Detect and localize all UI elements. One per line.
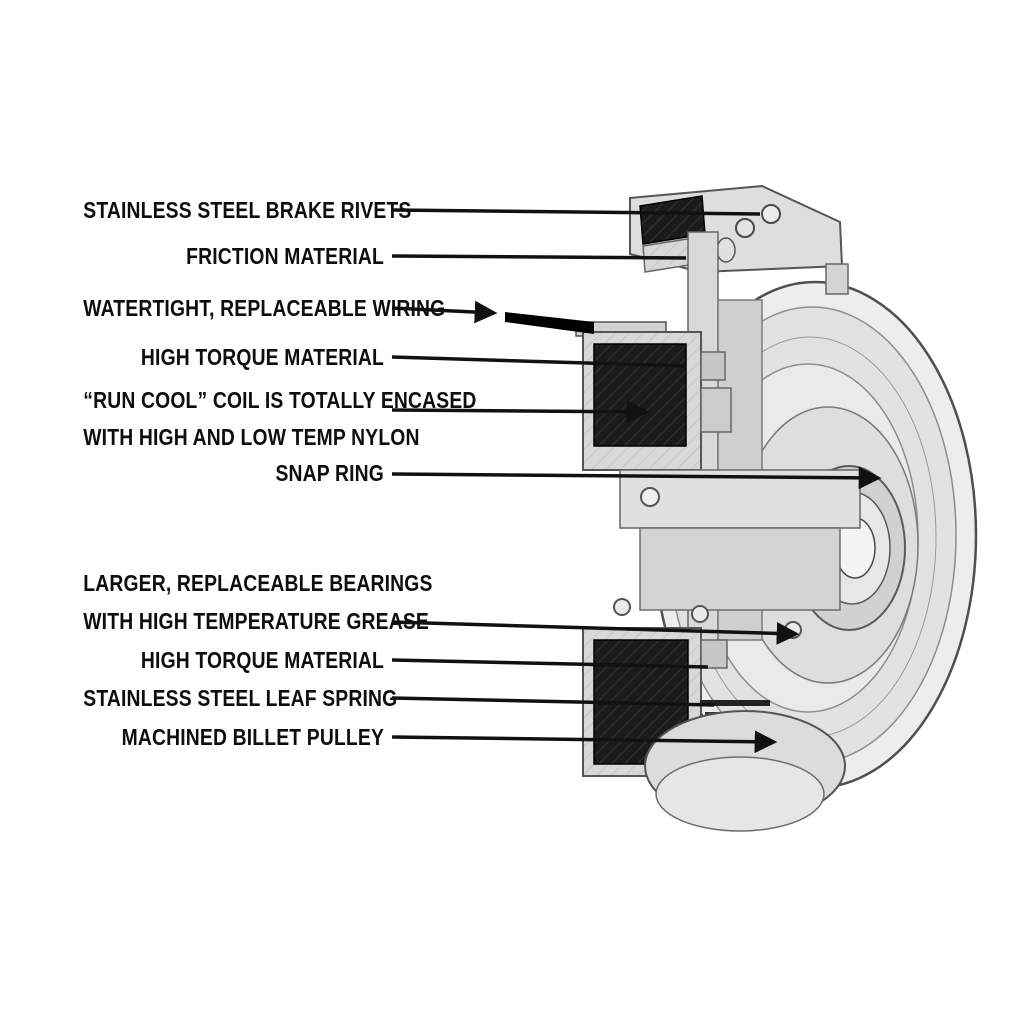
power-wire [505,312,594,334]
callout-run-cool-coil-line-2: WITH HIGH AND LOW TEMP NYLON [83,422,419,452]
leaf-spring-blade-1 [700,700,770,706]
brake-rivet-1 [761,204,781,224]
callout-brake-rivets-text: STAINLESS STEEL BRAKE RIVETS [83,197,412,223]
wiring-group [505,312,594,334]
callout-wiring: WATERTIGHT, REPLACEABLE WIRING [83,293,445,323]
callout-snap-ring: SNAP RING [83,458,384,488]
leader-brake-rivets [391,208,761,216]
leader-high-torque-lower [391,658,709,669]
leader-leaf-spring [391,696,715,707]
callout-leaf-spring: STAINLESS STEEL LEAF SPRING [83,683,397,713]
callout-bearings-line-1: LARGER, REPLACEABLE BEARINGS [83,568,432,598]
callout-leaf-spring-text: STAINLESS STEEL LEAF SPRING [83,685,398,711]
upper-coil [593,343,687,447]
pulley-flange-group [644,710,846,832]
callout-brake-rivets: STAINLESS STEEL BRAKE RIVETS [83,195,411,225]
callout-friction-material: FRICTION MATERIAL [83,241,384,271]
bearing-ball-2 [691,605,709,623]
callout-wiring-text: WATERTIGHT, REPLACEABLE WIRING [83,295,446,321]
upper-torque-block [700,387,732,433]
upper-torque-key [700,351,726,381]
armature-brake-group [629,184,849,295]
pulley-flange-inner [655,756,825,832]
callout-run-cool-coil-text-1: “RUN COOL” COIL IS TOTALLY ENCASED [83,387,477,413]
leader-billet-pulley [391,730,778,754]
center-hub-group [613,469,861,639]
brake-rivet-3 [716,237,736,263]
callout-high-torque-upper-text: HIGH TORQUE MATERIAL [140,344,384,370]
callout-friction-material-text: FRICTION MATERIAL [186,243,384,269]
hub-lower-band [639,527,841,611]
callout-bearings-line-2: WITH HIGH TEMPERATURE GREASE [83,606,429,636]
callout-run-cool-coil-line-1: “RUN COOL” COIL IS TOTALLY ENCASED [83,385,476,415]
callout-bearings-text-2: WITH HIGH TEMPERATURE GREASE [83,608,429,634]
leader-run-cool-coil [391,400,650,424]
lower-torque-key [700,639,728,669]
armature-tab [825,263,849,295]
callout-billet-pulley: MACHINED BILLET PULLEY [83,722,384,752]
callout-billet-pulley-text: MACHINED BILLET PULLEY [121,724,384,750]
callout-high-torque-lower: HIGH TORQUE MATERIAL [83,645,384,675]
callout-bearings-text-1: LARGER, REPLACEABLE BEARINGS [83,570,433,596]
callout-high-torque-upper: HIGH TORQUE MATERIAL [83,342,384,372]
leader-bearings [391,620,800,645]
callout-high-torque-lower-text: HIGH TORQUE MATERIAL [140,647,384,673]
leader-snap-ring [391,466,882,490]
callout-snap-ring-text: SNAP RING [275,460,384,486]
callout-run-cool-coil-text-2: WITH HIGH AND LOW TEMP NYLON [83,424,420,450]
leader-high-torque-upper [391,355,685,368]
leader-wiring [391,300,498,324]
hub-upper-band [619,469,861,529]
leader-friction-material [391,254,687,260]
hub-pin [640,487,660,507]
brake-rivet-2 [735,218,755,238]
leader-lines [391,208,882,754]
bearing-ball-1 [613,598,631,616]
